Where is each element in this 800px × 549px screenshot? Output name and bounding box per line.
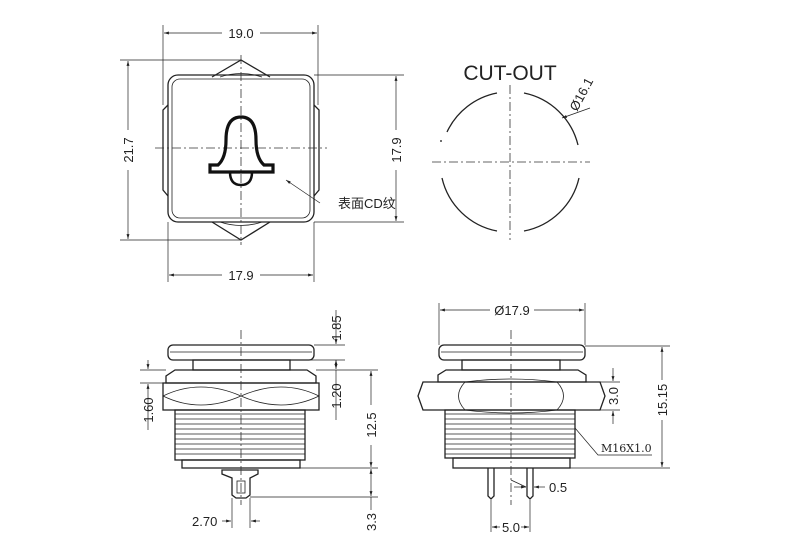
dim-width-overall: 19.0 [228,26,253,41]
bell-icon [208,115,275,187]
dim-height-body: 17.9 [389,137,404,162]
side-view-right: Ø17.9 3.0 15.15 M16X1.0 0.5 5.0 [417,303,670,535]
dim-diameter: Ø17.9 [494,303,529,318]
dim-cutout-diameter: Ø16.1 [566,75,596,113]
cutout-view: CUT-OUT Ø16.1 [432,62,596,240]
side-view-left: 1.85 1.20 1.60 12.5 3.3 2.70 [140,310,379,531]
cutout-title: CUT-OUT [463,62,556,85]
surface-note: 表面CD纹 [338,196,396,211]
dim-pin-width: 0.5 [549,480,567,495]
dim-body-length: 12.5 [364,412,379,437]
dim-bezel: 1.20 [329,383,344,408]
dim-width-body: 17.9 [228,268,253,283]
dim-nut-height: 3.0 [606,387,621,405]
dim-terminal-length: 3.3 [364,513,379,531]
dim-total-height: 15.15 [655,384,670,417]
dim-pin-pitch: 5.0 [502,520,520,535]
dim-cap-thickness: 1.85 [329,315,344,340]
thread-spec: M16X1.0 [601,442,652,455]
dim-nut: 1.60 [141,397,156,422]
dim-height-overall: 21.7 [121,137,136,162]
top-view: 表面CD纹 19.0 21.7 17.9 17.9 [120,25,404,283]
dim-terminal-width: 2.70 [192,514,217,529]
